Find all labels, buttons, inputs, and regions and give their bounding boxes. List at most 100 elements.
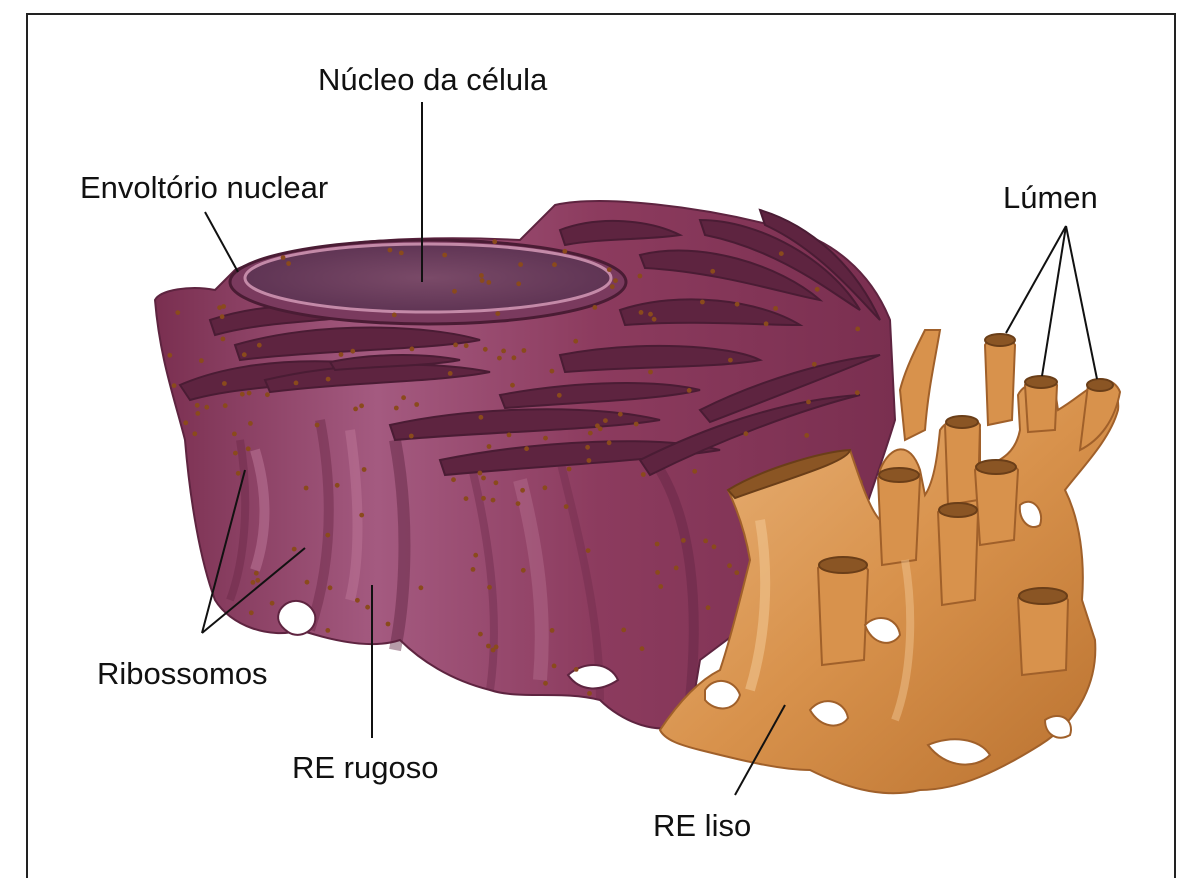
ribosome-dot <box>734 570 739 575</box>
ribosome-dot <box>473 553 478 558</box>
ribosome-dot <box>195 403 200 408</box>
ribosome-dot <box>518 262 523 267</box>
ribosome-dot <box>501 349 506 354</box>
ribosome-dot <box>497 356 502 361</box>
ribosome-dot <box>587 458 592 463</box>
ribosome-dot <box>394 406 399 411</box>
ribosome-dot <box>855 390 860 395</box>
ribosome-dot <box>495 311 500 316</box>
ribosome-dot <box>573 339 578 344</box>
ribosome-dot <box>728 358 733 363</box>
ribosome-dot <box>479 273 484 278</box>
ribosome-dot <box>486 280 491 285</box>
ribosome-dot <box>199 358 204 363</box>
ribosome-dot <box>543 681 548 686</box>
ribosome-dot <box>471 567 476 572</box>
ribosome-dot <box>254 571 259 576</box>
tubule <box>938 505 978 605</box>
ribosome-dot <box>204 405 209 410</box>
ribosome-dot <box>172 383 177 388</box>
tubule <box>818 561 868 665</box>
label-rough-er: RE rugoso <box>292 750 438 785</box>
ribosome-dot <box>710 269 715 274</box>
ribosome-dot <box>355 598 360 603</box>
tubule <box>878 471 920 566</box>
ribosome-dot <box>655 570 660 575</box>
ribosome-dot <box>448 371 453 376</box>
ribosome-dot <box>588 431 593 436</box>
ribosome-dot <box>222 381 227 386</box>
ribosome-dot <box>480 278 485 283</box>
ribosome-dot <box>607 267 612 272</box>
tubule-opening <box>819 557 867 573</box>
ribosome-dot <box>294 381 299 386</box>
ribosome-dot <box>233 451 238 456</box>
ribosome-dot <box>655 542 660 547</box>
ribosome-dot <box>221 337 226 342</box>
ribosome-dot <box>492 239 497 244</box>
ribosome-dot <box>641 472 646 477</box>
ribosome-dot <box>240 392 245 397</box>
ribosome-dot <box>419 585 424 590</box>
ribosome-dot <box>779 251 784 256</box>
ribosome-dot <box>607 440 612 445</box>
ribosome-dot <box>328 585 333 590</box>
ribosome-dot <box>257 343 262 348</box>
ribosome-dot <box>550 369 555 374</box>
ribosome-dot <box>305 580 310 585</box>
ribosome-dot <box>494 645 499 650</box>
ribosome-dot <box>516 501 521 506</box>
ribosome-dot <box>401 395 406 400</box>
tubule-opening <box>879 468 919 482</box>
ribosome-dot <box>242 352 247 357</box>
ribosome-dot <box>246 446 251 451</box>
ribosome-dot <box>236 471 241 476</box>
ribosome-dot <box>773 306 778 311</box>
ribosome-dot <box>706 605 711 610</box>
ribosome-dot <box>520 488 525 493</box>
ribosome-dot <box>562 249 567 254</box>
ribosome-dot <box>735 302 740 307</box>
ribosome-dot <box>585 445 590 450</box>
ribosome-dot <box>804 433 809 438</box>
label-nuclear-envelope: Envoltório nuclear <box>80 170 328 205</box>
ribosome-dot <box>325 628 330 633</box>
ribosome-dot <box>483 347 488 352</box>
ribosome-dot <box>353 407 358 412</box>
ribosome-dot <box>325 533 330 538</box>
ribosome-dot <box>487 444 492 449</box>
ribosome-dot <box>281 255 286 260</box>
ribosome-dot <box>359 403 364 408</box>
ribosome-dot <box>815 287 820 292</box>
ribosome-dot <box>586 548 591 553</box>
label-lumen: Lúmen <box>1003 180 1098 215</box>
ribosome-dot <box>192 431 197 436</box>
ribosome-dot <box>592 305 597 310</box>
ribosome-dot <box>339 352 344 357</box>
ribosome-dot <box>613 278 618 283</box>
ribosome-dot <box>648 370 653 375</box>
ribosome-dot <box>464 496 469 501</box>
tubule <box>945 418 980 506</box>
tubule-opening <box>939 503 977 517</box>
ribosome-dot <box>727 563 732 568</box>
tubule-opening <box>985 334 1015 346</box>
ribosome-dot <box>640 646 645 651</box>
ribosome-dot <box>452 289 457 294</box>
ribosome-dot <box>521 568 526 573</box>
ribosome-dot <box>587 691 592 696</box>
ribosome-dot <box>522 348 527 353</box>
ribosome-dot <box>479 415 484 420</box>
ribosome-dot <box>634 422 639 427</box>
ribosome-dot <box>270 601 275 606</box>
ribosome-dot <box>247 391 252 396</box>
leader-nuclear-envelope <box>205 212 238 272</box>
tubule-opening <box>946 416 978 428</box>
label-ribosomes: Ribossomos <box>97 656 268 691</box>
ribosome-dot <box>451 477 456 482</box>
ribosome-dot <box>574 667 579 672</box>
ribosome-dot <box>703 539 708 544</box>
ribosome-dot <box>410 347 415 352</box>
ribosome-dot <box>543 436 548 441</box>
